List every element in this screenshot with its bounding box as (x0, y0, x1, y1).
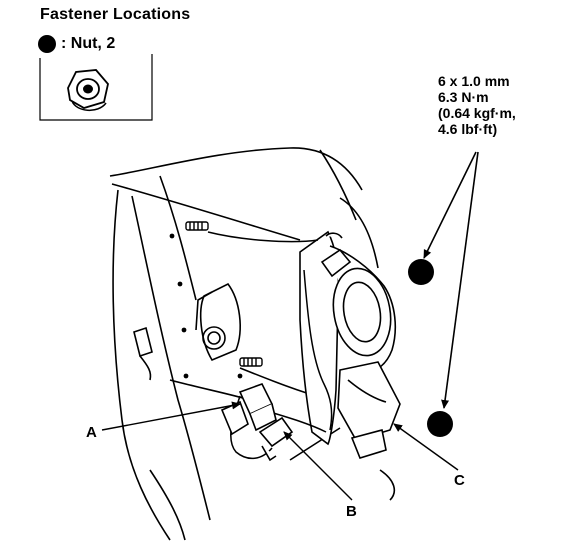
mounting-stud-upper (185, 221, 209, 231)
nut-marker-upper-icon (408, 259, 434, 285)
nut-marker-lower-icon (427, 411, 453, 437)
spec-torque-nm: 6.3 N·m (438, 89, 489, 105)
mounting-stud-lower (239, 357, 263, 367)
callout-a-leader (101, 401, 241, 431)
legend-label: : Nut, 2 (61, 35, 116, 52)
nut-icon (67, 69, 109, 111)
body-panel (109, 147, 396, 541)
callout-c: C (454, 472, 465, 489)
clip-b (258, 416, 294, 462)
connector-a (220, 383, 277, 436)
callout-a: A (86, 424, 97, 441)
legend-nut-marker-icon (38, 35, 56, 53)
retractor-assembly (299, 230, 401, 459)
spec-leader-upper (423, 151, 477, 259)
panel-holes (169, 233, 259, 403)
title: Fastener Locations (40, 6, 191, 23)
callout-b: B (346, 503, 357, 520)
callout-c-leader (393, 423, 459, 471)
spec-leader-lower (441, 151, 479, 409)
spec-torque-lbfft: 4.6 lbf·ft) (438, 121, 498, 137)
spec-thread-size: 6 x 1.0 mm (438, 73, 510, 89)
callout-b-leader (283, 431, 353, 501)
nut-thumbnail (39, 54, 153, 121)
spec-torque-kgfm: (0.64 kgf·m, (438, 105, 516, 121)
